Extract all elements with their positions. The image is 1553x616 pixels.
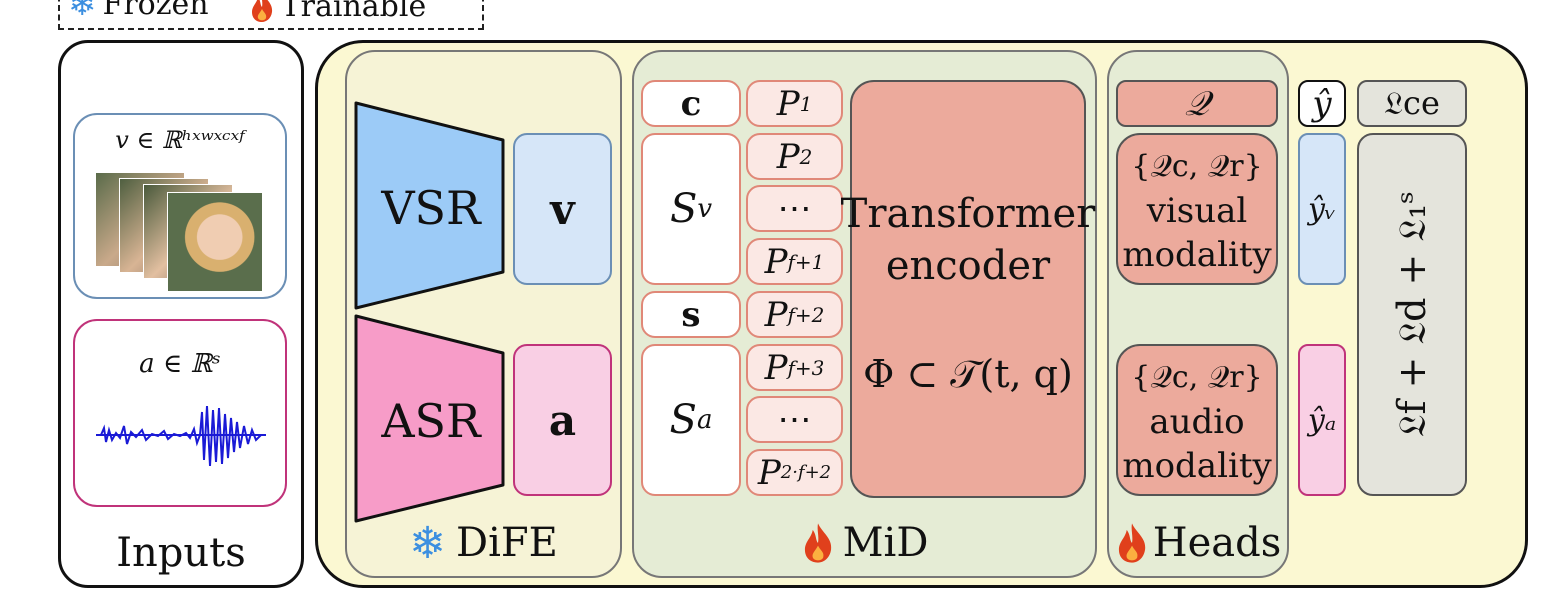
snowflake-icon: ❄ [68, 0, 97, 24]
visual-feature-box: v [513, 133, 612, 285]
flame-icon [804, 523, 831, 563]
position-ellipsis: ⋯ [746, 396, 843, 443]
flame-icon [1118, 523, 1145, 563]
query-box: 𝒬 [1116, 80, 1278, 127]
visual-head [1116, 133, 1278, 285]
audio-head-set: {𝒬c, 𝒬r} [1131, 359, 1263, 395]
mid-label: MiD [842, 520, 929, 566]
audio-head-name: audio modality [1122, 401, 1272, 486]
visual-head-set: {𝒬c, 𝒬r} [1131, 148, 1263, 184]
vsr-label: VSR [381, 181, 481, 235]
heads-label: Heads [1152, 520, 1282, 566]
cross-entropy-loss-box: 𝔏ce [1357, 80, 1467, 127]
audio-feature-box: a [513, 344, 612, 496]
video-expression: v ∈ ℝʰˣʷˣᶜˣᶠ [115, 126, 245, 154]
heads-label-row: Heads [1107, 518, 1289, 568]
audio-prediction-box: ŷₐ [1298, 344, 1346, 496]
legend-trainable: Trainable [249, 0, 426, 24]
audio-expression: a ∈ ℝˢ [139, 349, 221, 379]
dife-label-row: ❄ DiFE [345, 517, 622, 569]
legend-frozen: ❄ Frozen [68, 0, 209, 24]
snowflake-icon: ❄ [409, 517, 447, 569]
video-frames [95, 172, 265, 292]
inputs-label: Inputs [116, 530, 246, 576]
vsr-encoder [354, 101, 505, 310]
class-token: c [641, 80, 741, 127]
audio-waveform [96, 405, 266, 467]
transformer-encoder [850, 80, 1086, 498]
flame-icon [251, 0, 272, 22]
asr-encoder [354, 314, 505, 523]
total-loss-expression: 𝔏f + 𝔏d + 𝔏₁ˢ [1389, 190, 1434, 438]
mid-label-row: MiD [632, 518, 1097, 568]
encoder-parameters: Φ ⊂ 𝒯(t, q) [863, 351, 1073, 396]
visual-prediction-box: ŷᵥ [1298, 133, 1346, 285]
video-frame-face [167, 192, 263, 292]
dife-label: DiFE [456, 520, 558, 566]
visual-head-name: visual modality [1122, 190, 1272, 275]
audio-input-box [73, 319, 287, 507]
prediction-box: ŷ [1298, 80, 1346, 127]
position-ellipsis: ⋯ [746, 185, 843, 232]
heads-group [1107, 50, 1289, 578]
transformer-encoder-label: Transformer encoder [840, 191, 1096, 289]
legend: ❄ Frozen Trainable [58, 0, 484, 30]
audio-head [1116, 344, 1278, 496]
separator-token: s [641, 291, 741, 338]
total-loss-box [1357, 133, 1467, 496]
asr-label: ASR [381, 394, 481, 448]
